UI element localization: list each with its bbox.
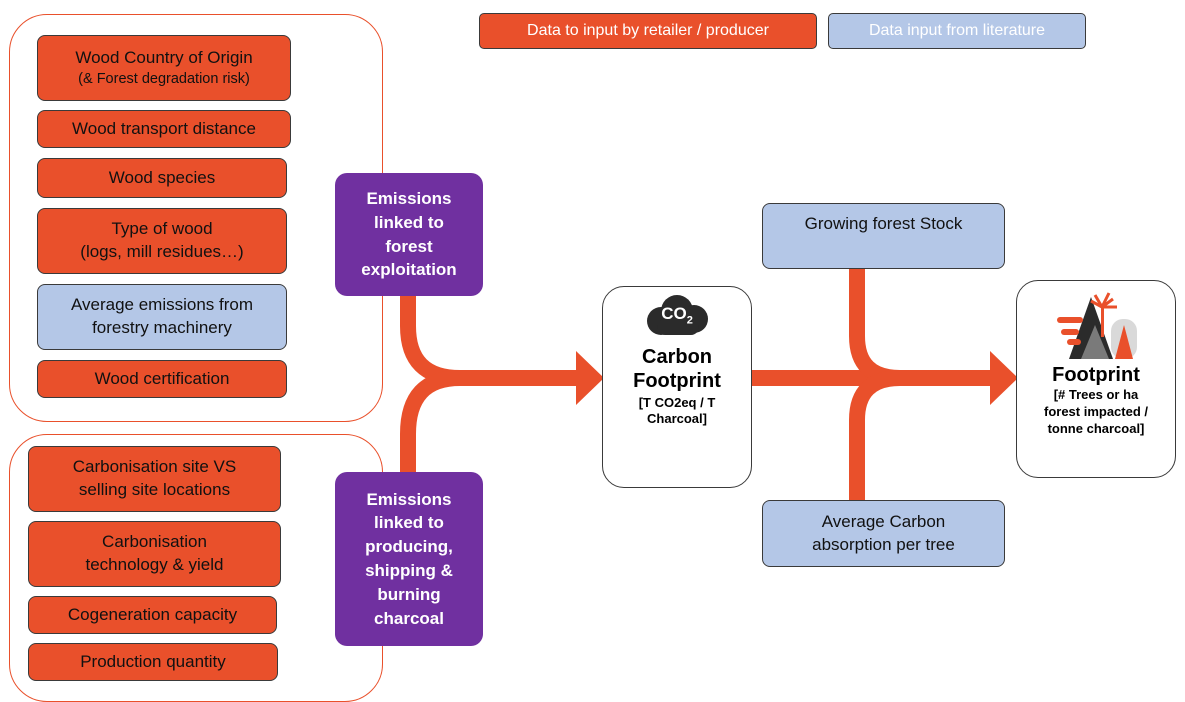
input-site-locations: Carbonisation site VS selling site locat… <box>28 446 281 512</box>
co2-icon-text: CO <box>661 304 687 323</box>
input-carbonisation-technology-line1: Carbonisation <box>102 532 207 552</box>
input-wood-origin: Wood Country of Origin (& Forest degrada… <box>37 35 291 101</box>
input-carbon-absorption-line1: Average Carbon <box>821 511 946 531</box>
carbon-footprint-title-line1: Carbon <box>642 346 712 368</box>
emissions-charcoal-production: Emissions linked to producing, shipping … <box>335 472 483 646</box>
input-wood-transport: Wood transport distance <box>37 110 291 148</box>
input-carbonisation-technology-line2: technology & yield <box>85 555 224 574</box>
emissions-charcoal-line6: charcoal <box>374 608 444 628</box>
emissions-charcoal-line5: burning <box>377 584 441 604</box>
footprint-unit-line2: forest impacted / <box>1043 403 1149 419</box>
input-wood-type-line2: (logs, mill residues…) <box>80 242 244 261</box>
input-site-locations-line2: selling site locations <box>78 480 231 499</box>
input-wood-species: Wood species <box>37 158 287 198</box>
emissions-charcoal-line1: Emissions <box>366 489 452 509</box>
arrowhead-carbon <box>576 351 604 405</box>
input-forestry-machinery-line1: Average emissions from <box>70 295 254 315</box>
flow-charcoal-branch <box>400 370 461 472</box>
co2-icon-sub: 2 <box>686 314 693 327</box>
input-wood-origin-line2: (& Forest degradation risk) <box>78 70 250 87</box>
input-forestry-machinery: Average emissions from forestry machiner… <box>37 284 287 350</box>
flow-growing-stock <box>849 268 901 386</box>
input-growing-forest-stock-label: Growing forest Stock <box>804 214 963 233</box>
legend-literature: Data input from literature <box>828 13 1086 49</box>
input-growing-forest-stock: Growing forest Stock <box>762 203 1005 269</box>
emissions-forest-line4: exploitation <box>361 260 457 280</box>
input-cogeneration-label: Cogeneration capacity <box>67 604 238 624</box>
carbon-footprint-title-line2: Footprint <box>633 370 721 392</box>
forest-icon <box>1057 292 1137 359</box>
input-wood-species-label: Wood species <box>108 167 216 187</box>
footprint-box: Footprint [# Trees or ha forest impacted… <box>1016 280 1176 478</box>
emissions-forest-line2: linked to <box>374 212 444 232</box>
input-carbonisation-technology: Carbonisation technology & yield <box>28 521 281 587</box>
emissions-charcoal-line3: producing, <box>365 537 453 557</box>
footprint-unit-line3: tonne charcoal] <box>1047 420 1145 436</box>
emissions-charcoal-line2: linked to <box>374 513 444 533</box>
emissions-forest-line3: forest <box>385 236 433 256</box>
input-forestry-machinery-line2: forestry machinery <box>92 318 232 337</box>
co2-cloud-icon: CO2 <box>639 293 715 339</box>
input-wood-type: Type of wood (logs, mill residues…) <box>37 208 287 274</box>
emissions-charcoal-line4: shipping & <box>365 561 453 580</box>
input-wood-certification-label: Wood certification <box>94 368 230 388</box>
input-wood-type-line1: Type of wood <box>111 219 213 239</box>
input-carbon-absorption-line2: absorption per tree <box>812 534 955 554</box>
input-production-quantity-label: Production quantity <box>80 651 226 671</box>
input-wood-certification: Wood certification <box>37 360 287 398</box>
carbon-footprint-unit-line1: [T CO2eq / T <box>638 395 716 410</box>
input-site-locations-line1: Carbonisation site VS <box>72 457 237 477</box>
footprint-title: Footprint <box>1052 364 1140 386</box>
legend-retailer: Data to input by retailer / producer <box>479 13 817 49</box>
emissions-forest-exploitation: Emissions linked to forest exploitation <box>335 173 483 296</box>
input-cogeneration: Cogeneration capacity <box>28 596 277 634</box>
input-production-quantity: Production quantity <box>28 643 278 681</box>
input-wood-origin-line1: Wood Country of Origin <box>75 47 253 67</box>
carbon-footprint-unit-line2: Charcoal] <box>647 411 707 427</box>
input-wood-transport-label: Wood transport distance <box>72 118 256 138</box>
flow-absorption <box>849 370 901 500</box>
arrowhead-footprint <box>990 351 1018 405</box>
emissions-forest-line1: Emissions <box>366 188 452 208</box>
footprint-unit-line1: [# Trees or ha <box>1053 387 1139 402</box>
carbon-footprint-box: CO2 Carbon Footprint [T CO2eq / T Charco… <box>602 286 752 488</box>
flow-forest-branch <box>400 292 580 386</box>
input-carbon-absorption: Average Carbon absorption per tree <box>762 500 1005 567</box>
